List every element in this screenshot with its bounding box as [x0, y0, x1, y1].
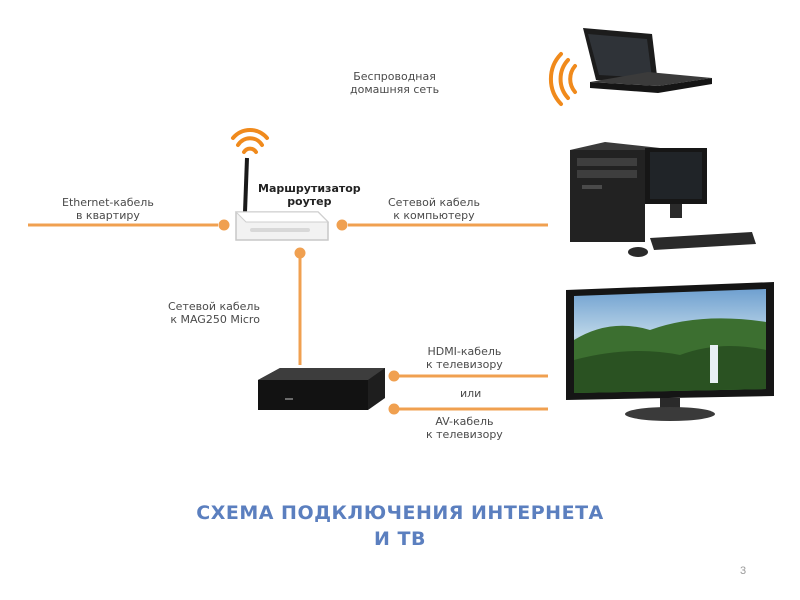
mag-cable-label: Сетевой кабель к MAG250 Micro [168, 300, 260, 326]
mag-cable [294, 247, 306, 365]
computer-cable-label-line2: к компьютеру [393, 209, 475, 222]
hdmi-cable-label-line1: HDMI-кабель [427, 345, 502, 358]
ethernet-cable-label-line1: Ethernet-кабель [62, 196, 154, 209]
slide-title-line1: СХЕМА ПОДКЛЮЧЕНИЯ ИНТЕРНЕТА [196, 502, 604, 524]
hdmi-cable-label: HDMI-кабель к телевизору [426, 345, 503, 371]
mag-cable-label-line2: к MAG250 Micro [170, 313, 260, 326]
desktop-pc-icon [570, 142, 756, 257]
wireless-network-label-line1: Беспроводная [353, 70, 436, 83]
laptop-icon [583, 28, 712, 93]
computer-cable-label: Сетевой кабель к компьютеру [388, 196, 480, 222]
or-label: или [460, 387, 481, 400]
router-label: Маршрутизатор роутер [258, 182, 361, 208]
or-label-text: или [460, 387, 482, 400]
router-label-line1: Маршрутизатор [258, 182, 361, 195]
cables [28, 219, 548, 415]
ethernet-cable-label: Ethernet-кабель в квартиру [62, 196, 154, 222]
router-label-line2: роутер [287, 195, 332, 208]
ethernet-cable-label-line2: в квартиру [75, 209, 140, 222]
computer-cable [336, 219, 548, 231]
slide-title: СХЕМА ПОДКЛЮЧЕНИЯ ИНТЕРНЕТА И ТВ [120, 500, 680, 552]
wifi-icon [548, 52, 577, 106]
av-cable-label: AV-кабель к телевизору [426, 415, 503, 441]
router-icon [231, 127, 330, 241]
ethernet-cable [28, 219, 230, 231]
hdmi-cable-label-line2: к телевизору [426, 358, 503, 371]
wireless-network-label: Беспроводная домашняя сеть [350, 70, 439, 96]
hdmi-cable [388, 370, 548, 382]
av-cable-label-line2: к телевизору [426, 428, 503, 441]
slide-title-line2: И ТВ [374, 528, 426, 550]
router-wifi-icon [231, 127, 269, 154]
computer-cable-label-line1: Сетевой кабель [388, 196, 480, 209]
page-number: 3 [740, 565, 747, 577]
av-cable [388, 403, 548, 415]
settop-box-icon [258, 368, 385, 410]
wireless-network-label-line2: домашняя сеть [350, 83, 440, 96]
tv-monitor-icon [566, 282, 774, 421]
mag-cable-label-line1: Сетевой кабель [168, 300, 260, 313]
av-cable-label-line1: AV-кабель [435, 415, 494, 428]
